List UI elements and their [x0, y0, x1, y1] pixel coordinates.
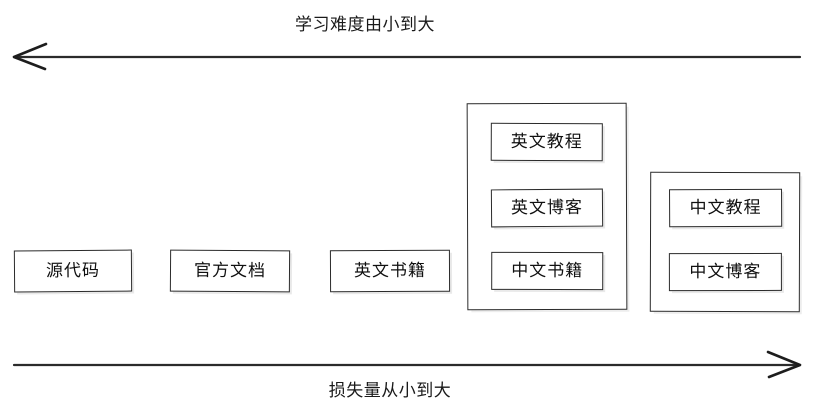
node-label: 中文教程: [689, 197, 762, 218]
node-label: 中文博客: [689, 261, 762, 282]
node-label: 英文博客: [510, 197, 584, 218]
group-english-and-chinese-books: 英文教程 英文博客 中文书籍: [466, 102, 628, 311]
node-source-code[interactable]: 源代码: [13, 249, 133, 293]
node-english-books[interactable]: 英文书籍: [329, 249, 451, 293]
node-label: 英文书籍: [353, 260, 427, 281]
node-label: 官方文档: [193, 260, 267, 281]
arrow-right-icon: [12, 350, 802, 379]
node-label: 中文书籍: [511, 260, 584, 281]
node-label: 英文教程: [510, 131, 583, 152]
node-chinese-blog[interactable]: 中文博客: [668, 252, 782, 292]
node-chinese-books[interactable]: 中文书籍: [491, 251, 604, 291]
node-official-docs[interactable]: 官方文档: [169, 249, 291, 293]
top-axis-label: 学习难度由小到大: [295, 15, 435, 35]
bottom-axis-label: 损失量从小到大: [328, 381, 452, 401]
node-english-blog[interactable]: 英文博客: [490, 188, 604, 228]
node-english-tutorial[interactable]: 英文教程: [490, 122, 603, 162]
group-chinese-tutorial-blog: 中文教程 中文博客: [649, 171, 801, 313]
arrow-left-icon: [12, 42, 802, 71]
node-label: 源代码: [45, 260, 101, 281]
node-chinese-tutorial[interactable]: 中文教程: [669, 188, 783, 228]
